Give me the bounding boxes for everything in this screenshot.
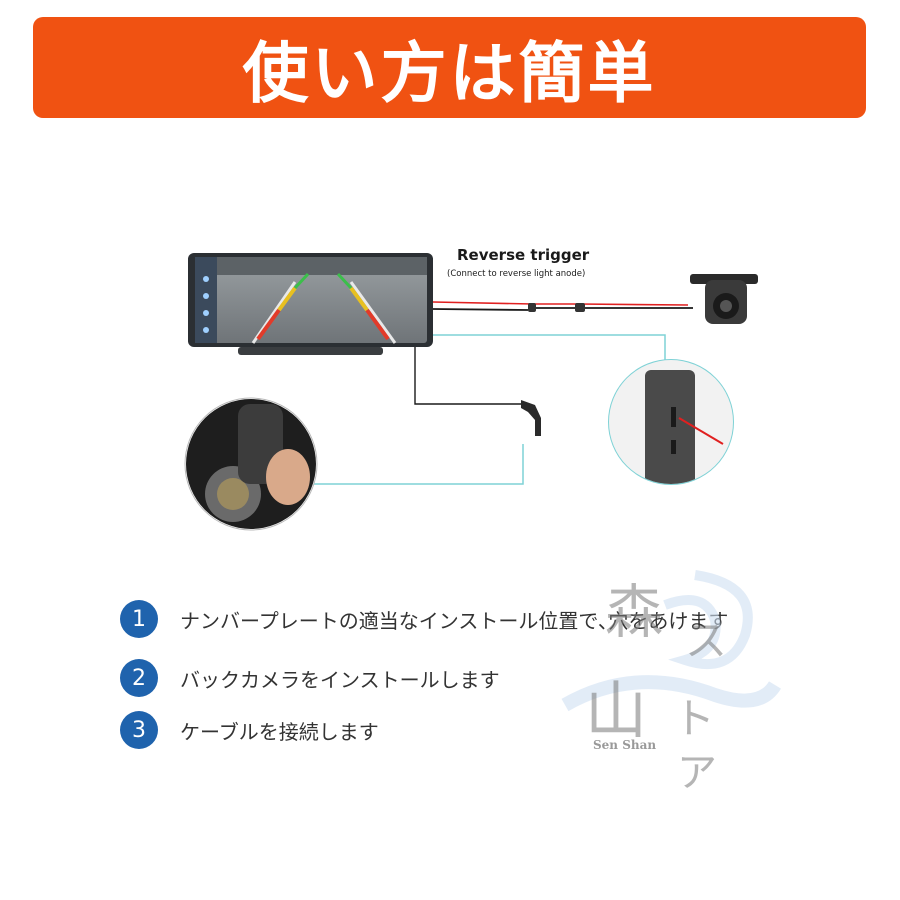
inset-pointer-line-2 (303, 444, 524, 485)
step-item: 1 ナンバープレートの適当なインストール位置で､穴をあけます (120, 600, 728, 638)
reverse-trigger-note: (Connect to reverse light anode) (447, 269, 586, 279)
power-cable (414, 347, 521, 405)
camera-cable (432, 307, 693, 311)
step-number-badge: 1 (120, 600, 158, 638)
step-number-badge: 3 (120, 711, 158, 749)
watermark-glyph: 山 (585, 674, 648, 747)
socket-inset (184, 397, 318, 531)
step-text: ナンバープレートの適当なインストール位置で､穴をあけます (180, 608, 729, 633)
cloud-swirl-icon (561, 570, 781, 712)
step-text: バックカメラをインストールします (180, 667, 500, 692)
step-text: ケーブルを接続します (180, 719, 379, 744)
header-banner: 使い方は簡単 (33, 17, 866, 118)
step-item: 3 ケーブルを接続します (120, 711, 379, 749)
watermark-glyph: ス (685, 616, 728, 665)
step-number-badge: 2 (120, 659, 158, 697)
page-title: 使い方は簡単 (242, 34, 657, 112)
reverse-trigger-label: Reverse trigger (457, 246, 590, 264)
rear-camera (690, 274, 758, 324)
wiring-diagram-graphic (184, 253, 758, 531)
watermark-glyph: 森 (605, 578, 664, 646)
monitor-screen (188, 253, 433, 355)
cigarette-adapter (521, 400, 541, 436)
wiring-diagram: Reverse trigger (Connect to reverse ligh… (183, 222, 758, 542)
watermark-glyph: ア (677, 750, 717, 796)
port-inset (608, 359, 734, 485)
inset-pointer-line (433, 334, 666, 362)
reverse-trigger-cable (432, 301, 689, 306)
step-item: 2 バックカメラをインストールします (120, 659, 500, 697)
watermark-latin-text: Sen Shan (593, 738, 657, 752)
watermark-glyph: ト (673, 694, 716, 743)
store-watermark: 森 ス 山 ト ア Sen Shan (545, 555, 785, 805)
